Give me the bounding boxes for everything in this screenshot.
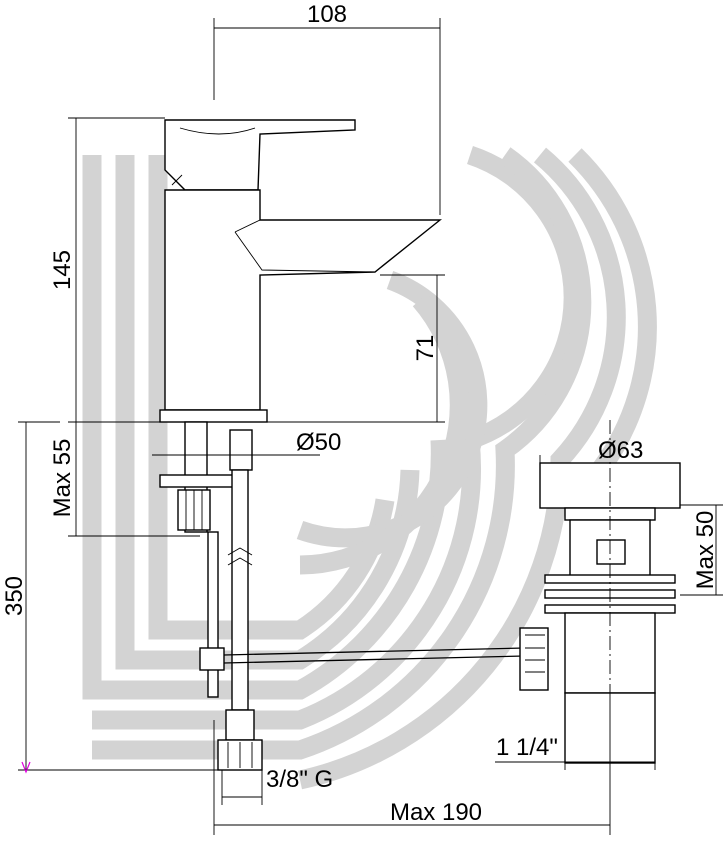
dimension-lines	[18, 18, 723, 835]
shank-assembly	[159, 421, 263, 771]
faucet	[159, 119, 442, 423]
dim-spout-height: 71	[412, 335, 439, 362]
dim-waste-size: 1 1/4"	[496, 734, 558, 761]
dim-base-diameter: Ø50	[296, 429, 341, 456]
faucet-lever	[164, 119, 356, 191]
dim-thread: 3/8" G	[266, 766, 333, 793]
dimension-labels: 108 145 71 Max 55 Ø50 Ø63 Max 50 350 1 1…	[1, 1, 719, 826]
faucet-base	[159, 409, 268, 423]
dim-drain-height: Max 50	[692, 511, 719, 590]
faucet-body	[164, 189, 442, 411]
dim-drain-diameter: Ø63	[598, 437, 643, 464]
dim-max-deck: Max 55	[49, 439, 76, 518]
dim-max-depth: Max 190	[390, 799, 482, 826]
dim-hose-length: 350	[1, 576, 28, 616]
popup-rod	[223, 647, 526, 664]
dim-width-top: 108	[307, 1, 347, 28]
watermark-logo	[82, 145, 657, 790]
dim-height-total: 145	[49, 250, 76, 290]
drain	[519, 462, 681, 764]
